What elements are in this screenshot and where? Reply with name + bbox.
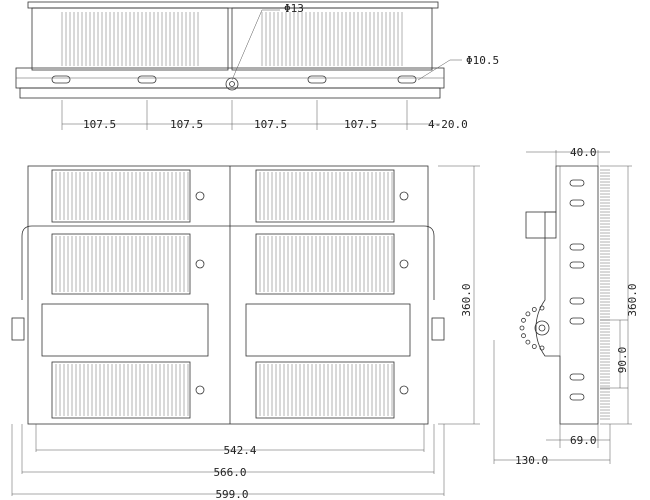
side-adjust-holes xyxy=(519,305,545,351)
slot-3 xyxy=(307,75,327,84)
label-inner-width: 542.4 xyxy=(223,444,256,457)
led-module xyxy=(255,233,395,295)
led-module xyxy=(255,361,395,419)
label-hole-small: Φ10.5 xyxy=(466,54,499,67)
adjust-hole xyxy=(531,307,537,312)
side-slot xyxy=(569,317,585,325)
slot-4 xyxy=(397,75,417,84)
label-side-bottom: 69.0 xyxy=(570,434,597,447)
side-dimensions: 40.0 360.0 90.0 69.0 130.0 xyxy=(493,146,639,467)
label-hole-large: Φ13 xyxy=(284,2,304,15)
adjust-hole xyxy=(521,317,526,323)
side-bracket xyxy=(525,211,557,239)
front-view xyxy=(11,165,445,425)
side-view-fins xyxy=(600,169,610,420)
side-slot xyxy=(569,179,585,187)
label-side-top: 40.0 xyxy=(570,146,597,159)
label-spacing-4: 107.5 xyxy=(344,118,377,131)
led-module xyxy=(51,169,191,223)
front-view-modules xyxy=(51,169,409,419)
adjust-hole xyxy=(521,333,526,339)
label-mid-width: 566.0 xyxy=(213,466,246,479)
screw xyxy=(195,385,205,395)
front-dimensions: 360.0 542.4 566.0 599.0 xyxy=(11,165,480,500)
led-module xyxy=(51,233,191,295)
label-front-height: 360.0 xyxy=(460,283,473,316)
side-pivot xyxy=(534,320,550,336)
label-spacing-1: 107.5 xyxy=(83,118,116,131)
pivot-hole xyxy=(225,77,239,91)
label-side-depth: 130.0 xyxy=(515,454,548,467)
label-overall-width: 599.0 xyxy=(215,488,248,500)
side-view-slots xyxy=(569,179,585,401)
side-slot xyxy=(569,297,585,305)
label-side-height: 360.0 xyxy=(626,283,639,316)
screw xyxy=(399,259,409,269)
adjust-hole xyxy=(531,344,537,349)
screw xyxy=(399,385,409,395)
top-view-fins-left xyxy=(61,12,199,66)
label-spacing-2: 107.5 xyxy=(170,118,203,131)
screw xyxy=(195,191,205,201)
adjust-hole xyxy=(525,311,531,317)
adjust-hole xyxy=(539,345,545,351)
side-slot xyxy=(569,393,585,401)
top-view: Φ13 Φ10.5 107.5 107.5 107.5 107.5 4-20.0 xyxy=(15,1,499,131)
label-spacing-3: 107.5 xyxy=(254,118,287,131)
led-module xyxy=(51,361,191,419)
slot-2 xyxy=(137,75,157,84)
label-slots: 4-20.0 xyxy=(428,118,468,131)
adjust-hole xyxy=(539,305,545,311)
slot-1 xyxy=(51,75,71,84)
screw xyxy=(399,191,409,201)
side-slot xyxy=(569,261,585,269)
side-slot xyxy=(569,373,585,381)
adjust-hole xyxy=(519,325,525,331)
top-view-fins-right xyxy=(261,12,403,66)
driver-box-right xyxy=(245,303,411,357)
driver-box-left xyxy=(41,303,209,357)
side-slot xyxy=(569,243,585,251)
label-side-pitch: 90.0 xyxy=(616,347,629,374)
screw xyxy=(195,259,205,269)
side-slot xyxy=(569,199,585,207)
side-view xyxy=(519,165,610,425)
led-module xyxy=(255,169,395,223)
adjust-hole xyxy=(525,339,531,345)
